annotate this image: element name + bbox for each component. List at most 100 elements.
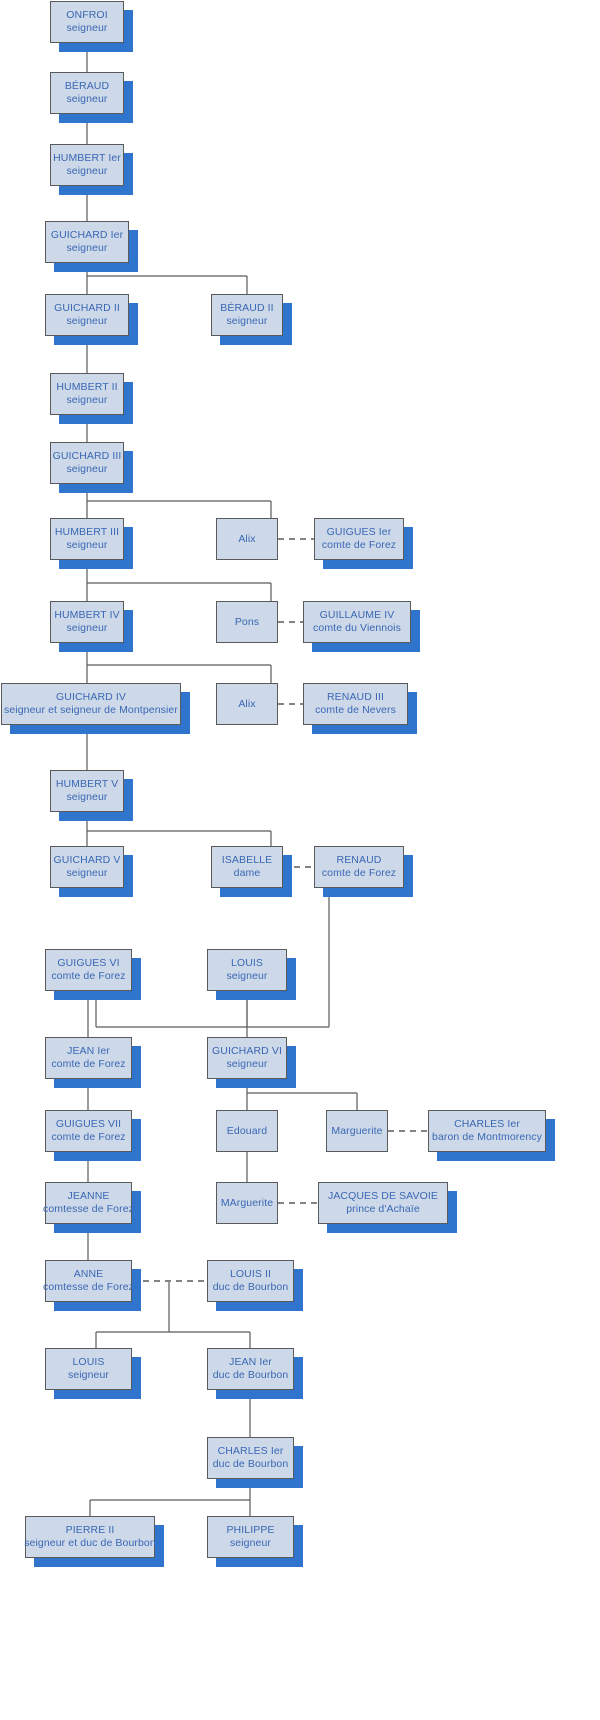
person-name: HUMBERT Ier [53,152,121,164]
person-name: PHILIPPE [226,1524,275,1536]
person-node-alix2[interactable]: Alix [216,683,278,725]
person-name: JEAN Ier [67,1045,110,1057]
person-title: seigneur et duc de Bourbon [24,1537,156,1549]
person-title: seigneur [66,165,108,177]
person-title: seigneur [66,791,108,803]
person-name: GUICHARD Ier [50,229,124,241]
person-name: JACQUES DE SAVOIE [327,1190,439,1202]
person-name: LOUIS [230,957,263,969]
person-name: LOUIS [72,1356,105,1368]
person-name: Alix [238,532,256,545]
person-title: seigneur [226,315,268,327]
person-title: seigneur [66,394,108,406]
person-title: seigneur [66,315,108,327]
person-title: duc de Bourbon [212,1458,289,1470]
person-name: GUIGUES Ier [326,526,392,538]
person-name: HUMBERT II [56,381,118,393]
person-name: GUICHARD II [54,302,120,314]
edge-humbert4-children [86,643,272,683]
person-title: dame [233,867,261,879]
edge-anne-louis2-children [95,1282,251,1348]
person-name: PIERRE II [65,1524,115,1536]
person-name: GUICHARD IV [56,691,126,703]
person-title: seigneur [67,1369,110,1381]
person-title: baron de Montmorency [432,1131,542,1143]
person-title: seigneur [66,242,108,254]
person-node-edouard[interactable]: Edouard [216,1110,278,1152]
person-name: HUMBERT IV [54,609,120,621]
person-title: seigneur [226,970,268,982]
person-name: ANNE [73,1268,104,1280]
person-name: HUMBERT V [55,778,119,790]
person-title: seigneur [66,622,108,634]
person-name: GUILLAUME IV [319,609,395,621]
person-node-alix1[interactable]: Alix [216,518,278,560]
person-title: comte de Nevers [315,704,396,716]
person-title: seigneur [226,1058,268,1070]
person-name: ONFROI [66,9,108,21]
person-name: GUIGUES VII [55,1118,122,1130]
person-name: BÉRAUD II [220,302,274,314]
person-node-marguerite2[interactable]: MArguerite [216,1182,278,1224]
person-title: seigneur [66,539,108,551]
person-name: GUICHARD V [53,854,121,866]
person-title: comtesse de Forez [43,1203,134,1215]
person-node-marguerite1[interactable]: Marguerite [326,1110,388,1152]
person-name: LOUIS II [229,1268,272,1280]
person-title: comte de Forez [51,1058,126,1070]
person-title: comte de Forez [51,1131,126,1143]
person-title: comte de Forez [321,867,397,879]
edge-charles1b-children [89,1479,251,1516]
person-name: HUMBERT III [54,526,120,538]
person-title: comte de Forez [321,539,397,551]
person-name: Edouard [226,1124,268,1137]
person-name: JEANNE [67,1190,110,1202]
person-title: seigneur [66,93,108,105]
person-name: JEAN Ier [229,1356,272,1368]
person-name: GUIGUES VI [57,957,120,969]
edge-humbert5-children [86,812,272,846]
edge-isabelle-renaud-children [95,868,330,1028]
person-title: seigneur et seigneur de Montpensier [4,704,178,716]
person-name: Alix [238,697,256,710]
person-title: comte de Forez [51,970,126,982]
person-name: Marguerite [331,1124,383,1137]
person-title: seigneur [66,867,108,879]
person-name: CHARLES Ier [217,1445,284,1457]
person-name: Pons [234,615,260,628]
person-node-pons[interactable]: Pons [216,601,278,643]
